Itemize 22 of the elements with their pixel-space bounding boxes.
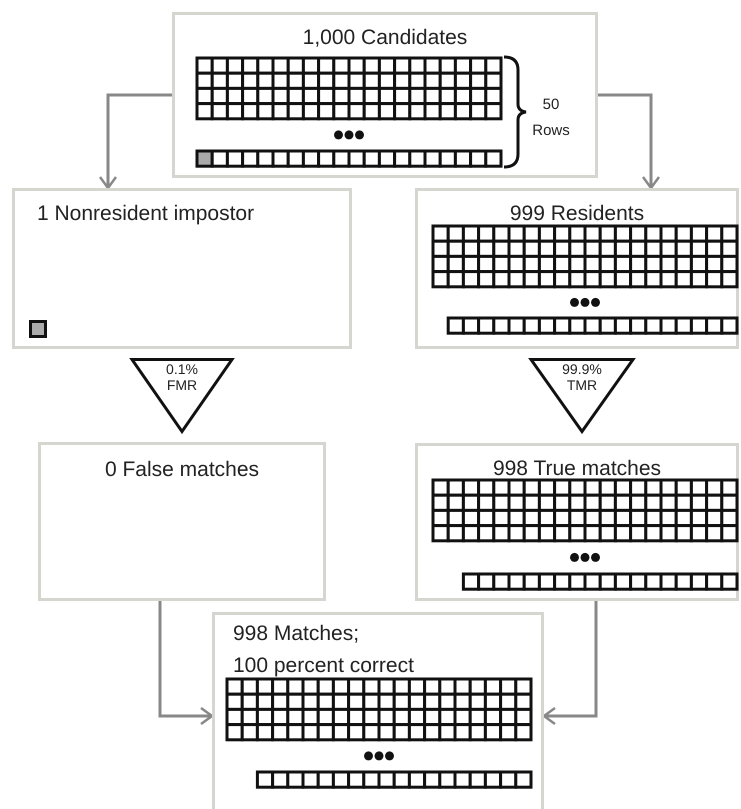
bracket-label: 50 Rows <box>531 95 571 140</box>
node-label: 998 True matches <box>492 456 662 482</box>
node-label: 1,000 Candidates <box>302 25 468 50</box>
arrow <box>542 601 598 726</box>
process-box <box>415 443 739 601</box>
node-label: 99.9% TMR <box>561 361 603 394</box>
arrow <box>98 94 172 190</box>
process-box <box>12 188 352 349</box>
arrow <box>598 94 660 190</box>
node-label: 0 False matches <box>104 457 260 482</box>
node-label: 998 Matches; <box>233 621 360 646</box>
node-label: 0.1% FMR <box>165 361 199 394</box>
node-label: 100 percent correct <box>233 653 414 678</box>
process-box <box>38 442 326 601</box>
arrow <box>158 601 214 726</box>
decision-triangle <box>130 358 234 433</box>
decision-triangle <box>529 358 635 433</box>
node-label: 1 Nonresident impostor <box>37 201 254 226</box>
process-box <box>212 612 544 809</box>
process-box <box>415 188 739 349</box>
process-box <box>172 12 598 178</box>
node-label: 999 Residents <box>508 201 646 226</box>
